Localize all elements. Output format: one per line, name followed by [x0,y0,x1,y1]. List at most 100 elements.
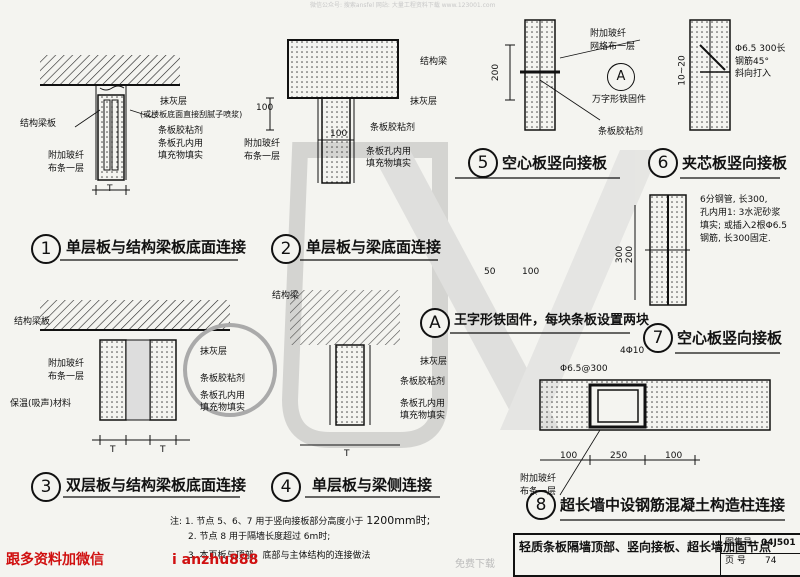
d7-pipe-label-4: 钢筋, 长300固定. [700,234,771,244]
d4-glue-label: 条板胶粘剂 [400,377,446,387]
detail-1-title: 单层板与结构梁板底面连接 [66,238,247,256]
note-2-prefix: 2. 节点 [188,532,218,542]
d1-glue-label: 条板胶粘剂 [158,126,204,136]
detail-6-number: 6 [648,148,678,178]
note-1-ref-6: 6 [231,517,238,527]
detail-4-number: 4 [271,472,301,502]
detail-2-number: 2 [271,234,301,264]
note-2: 2. 节点 8 用于隔墙长度超过 6m时; [188,533,330,542]
note-2-ref-8: 8 [220,532,227,542]
d3-glue-label: 条板胶粘剂 [200,374,246,384]
d2-fiber-label-2: 布条一层 [244,152,281,162]
d8-dim-100a: 100 [560,451,578,461]
detail-8-number: 8 [526,490,556,520]
d1-fill-label-2: 填充物填实 [158,151,204,161]
d3-beam-label: 结构梁板 [14,317,51,327]
d2-fill-label: 条板孔内用 [366,147,412,157]
d1-plaster-label: 抹灰层 [160,97,188,107]
d2-beam-label: 结构梁 [420,57,448,67]
d5-dim-50: 50 [484,267,496,277]
d6-rebar-label: Φ6.5 300长 [735,44,786,54]
d2-glue-label: 条板胶粘剂 [370,123,416,133]
title-block-page-label: 页 号 [725,556,746,566]
d5-fixer-label: 万字形铁固件 [592,95,647,105]
d3-insul-label: 保温(吸声)材料 [10,399,72,409]
title-block-title: 轻质条板隔墙顶部、竖向接板、超长墙加固节点 [519,540,772,554]
d1-dim-t: T [107,184,113,194]
d3-fill-label: 条板孔内用 [200,391,246,401]
detail-5-number: 5 [468,148,498,178]
d3-dim-t1: T [110,445,116,455]
detail-2-drawing [266,39,399,184]
d8-dim-100b: 100 [665,451,683,461]
d7-dim-200: 200 [625,245,636,264]
wechat-promo-id: i anzhu888 [172,552,259,568]
detail-4-title: 单层板与梁侧连接 [312,476,433,494]
detail-1-drawing [40,55,180,195]
note-1-ref-5: 5 [217,517,223,527]
background-watermark [281,142,660,448]
detail-3-drawing [40,300,277,445]
note-1-prefix: 注: 1. 节点 [170,517,215,527]
detail-7-number: 7 [643,323,673,353]
caption-underlines [60,177,785,521]
d7-pipe-label-2: 孔内用1: 3水泥砂浆 [700,208,781,218]
d3-fiber-label: 附加玻纤 [48,359,85,369]
detail-3-title: 双层板与结构梁板底面连接 [66,476,247,494]
free-download-watermark: 免费下载 [455,559,495,570]
detail-a-title: 王字形铁固件，每块条板设置两块 [454,313,650,328]
d2-dim-100: 100 [256,103,274,113]
detail-1-number: 1 [31,234,61,264]
d7-dim-300: 300 [615,245,626,264]
d8-fiber-label: 附加玻纤 [520,474,557,484]
detail-a-letter: A [420,308,450,338]
title-block-atlas-no: 04J501 [761,538,796,548]
d5-fiber-label-2: 网格布一层 [590,42,636,52]
d2-fill-label-2: 填充物填实 [366,159,412,169]
d7-pipe-label: 6分钢管, 长300, [700,195,768,205]
d1-fiber-label-2: 布条一层 [48,164,85,174]
note-3: 3. 本页板与顶部、底部与主体结构的连接做法 [188,551,371,561]
d5-fiber-label: 附加玻纤 [590,29,627,39]
detail-2-title: 单层板与梁底面连接 [306,238,442,256]
header-watermark: 微信公众号: 搜索ansfel 网站: 大量工程资料下载 www.123001.… [310,2,496,9]
d2-fiber-label: 附加玻纤 [244,139,281,149]
d2-dim-100b: 100 [330,129,348,139]
d1-fiber-label: 附加玻纤 [48,151,85,161]
d1-beam-label: 结构梁板 [20,119,57,129]
d4-dim-t: T [344,449,350,459]
note-1: 注: 1. 节点 5、6、7 用于竖向接板部分高度小于 1200mm时; [170,514,431,527]
d8-bar-label: 4Φ10 [620,346,645,356]
d4-fill-label: 条板孔内用 [400,399,446,409]
title-block-divider [720,535,721,575]
detail-6-drawing [689,19,731,131]
note-1-body: 用于竖向接板部分高度小于 [255,517,364,527]
d4-plaster-label: 抹灰层 [420,357,448,367]
detail-7-title: 空心板竖向接板 [677,329,783,347]
d1-fill-label: 条板孔内用 [158,139,204,149]
detail-6-title: 夹芯板竖向接板 [682,154,788,172]
d5-dim-100: 100 [522,267,540,277]
d8-fiber-label-2: 布条一层 [520,487,557,497]
d5-dim-200: 200 [491,63,502,82]
d2-plaster-label: 抹灰层 [410,97,438,107]
detail-3-number: 3 [31,472,61,502]
detail-7-drawing [634,194,690,306]
d3-dim-t2: T [160,445,166,455]
d6-rebar-label-2: 钢筋45° [735,57,769,67]
d3-fiber-label-2: 布条一层 [48,372,85,382]
detail-4-drawing [290,290,400,446]
d3-fill-label-2: 填充物填实 [200,403,246,413]
d5-glue-label: 条板胶粘剂 [598,127,644,137]
title-block-atlas-label: 图集号 [725,538,753,548]
title-block-hdivider [720,553,800,554]
d3-plaster-label: 抹灰层 [200,347,228,357]
d7-pipe-label-3: 填实; 或插入2根Φ6.5 [700,221,788,231]
d4-beam-label: 结构梁 [272,291,300,301]
detail-5-title: 空心板竖向接板 [502,154,608,172]
title-block: 轻质条板隔墙顶部、竖向接板、超长墙加固节点 图集号 04J501 页 号 74 [513,533,800,577]
d6-dim-10-20: 10~20 [677,55,688,86]
d8-dim-250: 250 [610,451,628,461]
note-2-body: 用于隔墙长度超过 6m时; [228,532,331,542]
